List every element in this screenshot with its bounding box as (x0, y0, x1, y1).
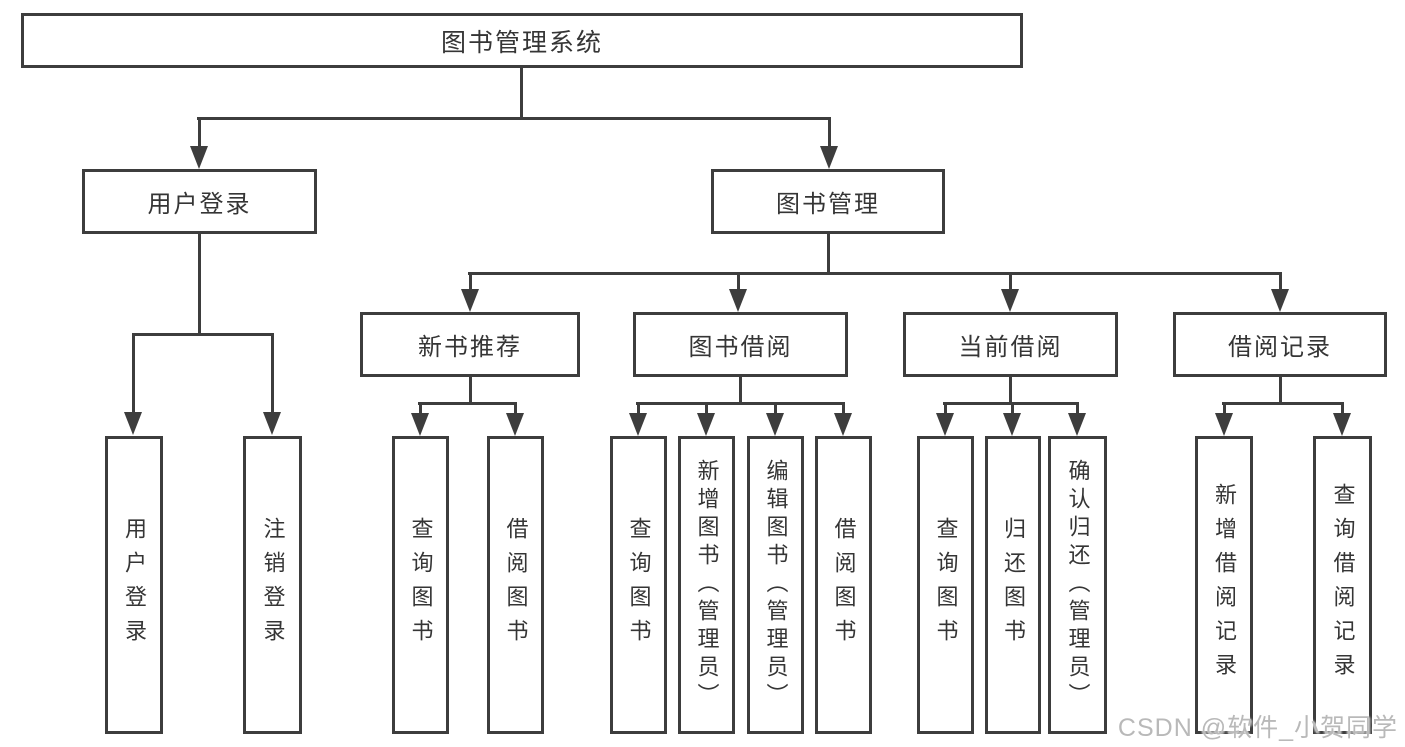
leaf-add-borrow-record: 新增借阅记录 (1195, 436, 1253, 734)
connector-line (132, 333, 135, 413)
connector-line (198, 233, 201, 335)
arrowhead-down-icon (461, 289, 479, 312)
arrowhead-down-icon (124, 412, 142, 435)
connector-line (1011, 402, 1014, 415)
leaf-label: 归还图书 (1001, 517, 1026, 653)
leaf-borrow-books-borrowing: 借阅图书 (815, 436, 872, 734)
connector-line (198, 117, 201, 148)
connector-line (1009, 272, 1012, 291)
leaf-label: 借阅图书 (831, 517, 857, 653)
leaf-label: 用户登录 (122, 517, 147, 653)
leaf-label: 编辑图书（管理员） (763, 459, 789, 711)
node-new-book-recommend: 新书推荐 (360, 312, 580, 377)
leaf-edit-book-admin: 编辑图书（管理员） (747, 436, 804, 734)
connector-line (637, 402, 640, 415)
arrowhead-down-icon (263, 412, 281, 435)
leaf-query-books-current: 查询图书 (917, 436, 974, 734)
connector-line (1009, 377, 1012, 405)
connector-line (514, 402, 517, 415)
arrowhead-down-icon (1001, 289, 1019, 312)
arrowhead-down-icon (190, 146, 208, 169)
connector-line (271, 333, 274, 413)
arrowhead-down-icon (834, 413, 852, 436)
node-borrow-records: 借阅记录 (1173, 312, 1387, 377)
leaf-return-book: 归还图书 (985, 436, 1041, 734)
connector-line (1222, 402, 1343, 405)
arrowhead-down-icon (1003, 413, 1021, 436)
connector-line (1076, 402, 1079, 415)
connector-line (468, 272, 1281, 275)
connector-line (705, 402, 708, 415)
connector-line (1341, 402, 1344, 415)
arrowhead-down-icon (1215, 413, 1233, 436)
connector-line (197, 117, 831, 120)
leaf-label: 新增图书（管理员） (694, 459, 720, 711)
arrowhead-down-icon (411, 413, 429, 436)
connector-line (520, 68, 523, 120)
arrowhead-down-icon (729, 289, 747, 312)
connector-line (132, 333, 273, 336)
connector-line (827, 234, 830, 275)
connector-line (842, 402, 845, 415)
connector-line (418, 402, 517, 405)
leaf-query-books-borrowing: 查询图书 (610, 436, 667, 734)
connector-line (739, 377, 742, 405)
leaf-user-login: 用户登录 (105, 436, 163, 734)
leaf-label: 新增借阅记录 (1212, 483, 1237, 687)
leaf-confirm-return-admin: 确认归还（管理员） (1048, 436, 1107, 734)
arrowhead-down-icon (629, 413, 647, 436)
leaf-query-books-recommend: 查询图书 (392, 436, 449, 734)
node-user-login: 用户登录 (82, 169, 317, 234)
arrowhead-down-icon (1068, 413, 1086, 436)
connector-line (774, 402, 777, 415)
node-current-borrowing: 当前借阅 (903, 312, 1118, 377)
leaf-add-book-admin: 新增图书（管理员） (678, 436, 735, 734)
connector-line (828, 117, 831, 148)
node-book-borrowing: 图书借阅 (633, 312, 848, 377)
connector-line (737, 272, 740, 291)
leaf-logout-login: 注销登录 (243, 436, 302, 734)
watermark: CSDN @软件_小贺同学 (1117, 714, 1398, 742)
connector-line (1279, 377, 1282, 405)
arrowhead-down-icon (766, 413, 784, 436)
node-book-management: 图书管理 (711, 169, 945, 234)
leaf-label: 查询图书 (408, 517, 434, 653)
connector-line (1223, 402, 1226, 415)
connector-line (636, 402, 845, 405)
leaf-label: 注销登录 (260, 517, 286, 653)
leaf-label: 借阅图书 (503, 517, 529, 653)
connector-line (469, 377, 472, 405)
leaf-label: 查询图书 (626, 517, 652, 653)
leaf-label: 确认归还（管理员） (1065, 459, 1091, 711)
arrowhead-down-icon (697, 413, 715, 436)
arrowhead-down-icon (1271, 289, 1289, 312)
leaf-borrow-books-recommend: 借阅图书 (487, 436, 544, 734)
leaf-label: 查询图书 (933, 517, 959, 653)
connector-line (944, 402, 947, 415)
arrowhead-down-icon (820, 146, 838, 169)
arrowhead-down-icon (936, 413, 954, 436)
connector-line (1279, 272, 1282, 291)
node-root: 图书管理系统 (21, 13, 1023, 68)
arrowhead-down-icon (1333, 413, 1351, 436)
connector-line (419, 402, 422, 415)
leaf-query-borrow-record: 查询借阅记录 (1313, 436, 1372, 734)
connector-line (469, 272, 472, 291)
leaf-label: 查询借阅记录 (1330, 483, 1356, 687)
arrowhead-down-icon (506, 413, 524, 436)
